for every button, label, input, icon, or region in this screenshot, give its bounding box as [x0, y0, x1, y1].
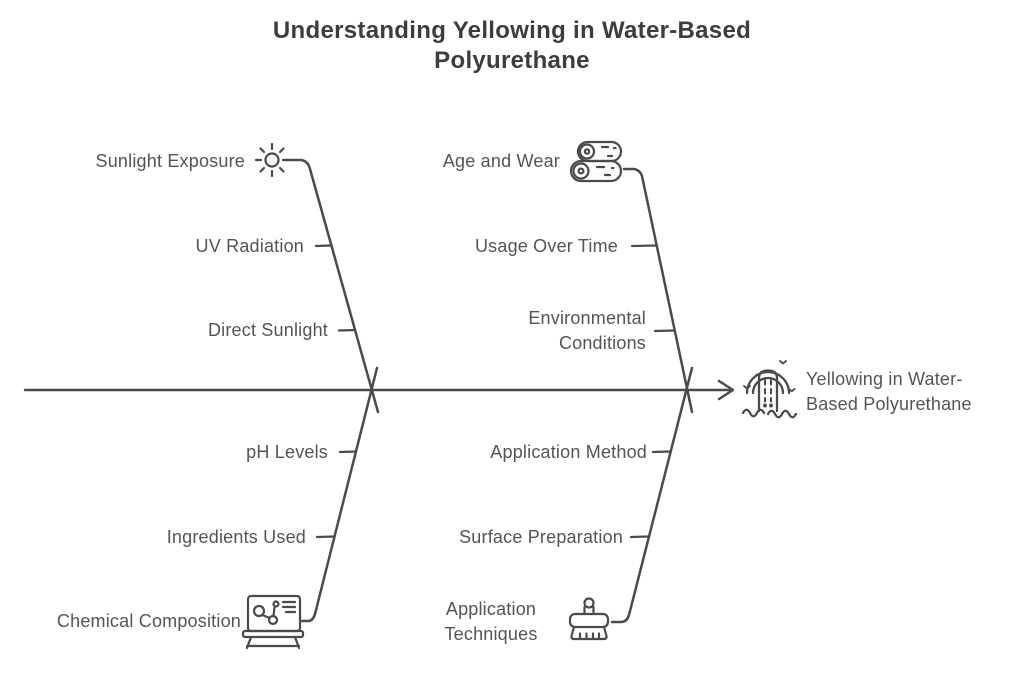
branch-label-application-techniques: Application Techniques — [444, 599, 538, 644]
paint-brush-icon — [568, 597, 610, 641]
tick-surface-preparation — [629, 535, 651, 539]
cause-label-ingredients-used: Ingredients Used — [166, 527, 306, 547]
cause-label-surface-preparation: Surface Preparation — [459, 527, 623, 547]
molecule-board-icon — [241, 594, 305, 650]
tick-direct-sunlight — [337, 328, 357, 332]
cause-ticks — [314, 244, 676, 539]
tick-ingredients-used — [315, 535, 336, 539]
tick-application-method — [651, 450, 672, 454]
branch-line-bottom-right — [610, 366, 694, 624]
cause-label-ph-levels: pH Levels — [246, 442, 328, 462]
cause-label-uv-radiation: UV Radiation — [195, 236, 304, 256]
cause-label-usage-over-time: Usage Over Time — [474, 236, 618, 256]
branch-label-sunlight-exposure: Sunlight Exposure — [95, 151, 245, 171]
branch-line-bottom-left — [300, 366, 379, 623]
branch-label-age-and-wear: Age and Wear — [442, 151, 560, 171]
branch-label-chemical-composition: Chemical Composition — [56, 611, 241, 631]
logs-icon — [569, 140, 623, 183]
tick-environmental-conditions — [653, 329, 676, 333]
sun-icon — [254, 142, 290, 178]
branch-line-top-right — [622, 167, 694, 414]
cause-label-direct-sunlight: Direct Sunlight — [207, 320, 328, 340]
effect-label: Yellowing in Water-Based Polyurethane — [806, 369, 972, 414]
branch-line-top-left — [284, 158, 380, 414]
cause-label-environmental-conditions: Environmental Conditions — [528, 308, 646, 353]
cause-label-application-method: Application Method — [490, 442, 647, 462]
tick-uv-radiation — [314, 244, 333, 248]
tick-ph-levels — [338, 450, 358, 454]
tick-usage-over-time — [630, 244, 658, 248]
lighthouse-waves-icon — [741, 360, 798, 419]
spine-line — [23, 379, 735, 401]
diagram-title: Understanding Yellowing in Water-Based P… — [272, 17, 752, 74]
arrowhead-icon — [717, 379, 735, 401]
